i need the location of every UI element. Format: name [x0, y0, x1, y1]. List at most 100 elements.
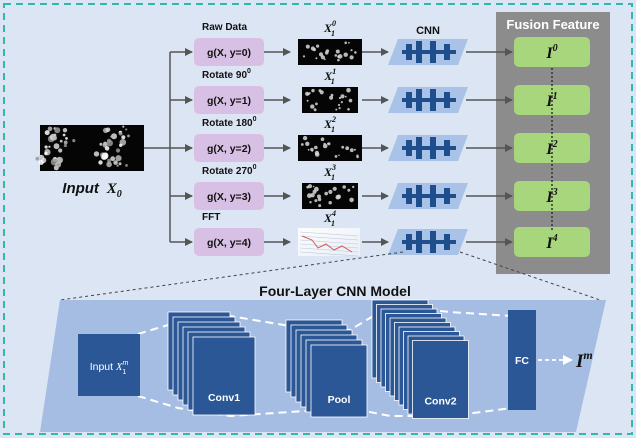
image-speckle [340, 94, 345, 99]
x-superscript: 3 [331, 163, 336, 172]
feature-map-slice [412, 340, 469, 419]
cnn-layer-bar [444, 234, 450, 250]
image-speckle [338, 96, 342, 100]
transform-caption-text: Rotate 180 [202, 118, 253, 129]
layer-label: Conv1 [208, 392, 240, 404]
dashed-border [3, 3, 633, 435]
image-speckle [310, 104, 315, 109]
x-symbol: X [323, 165, 333, 179]
cnn-layer-bar [416, 137, 422, 159]
fusion-feature-box [514, 37, 590, 67]
feature-symbol: I [545, 235, 553, 252]
image-speckle [300, 143, 304, 146]
image-speckle [347, 108, 350, 111]
image-speckle [342, 185, 347, 189]
transform-caption: Rotate 2700 [202, 164, 257, 177]
cnn-layer-bar [430, 231, 436, 253]
image-speckle [314, 186, 319, 192]
model-input-symbol: X [115, 362, 123, 373]
transform-function-label: g(X, y=3) [207, 191, 251, 203]
model-input-sup: m [122, 360, 128, 367]
transform-function-label: g(X, y=1) [207, 95, 251, 107]
cnn-layer-bar [406, 234, 412, 250]
image-speckle [337, 103, 341, 107]
fusion-feature-label: I0 [545, 43, 557, 62]
fft-grid-line [299, 235, 359, 241]
image-speckle [327, 142, 331, 146]
output-symbol: I [575, 351, 584, 372]
transform-caption-sup: 0 [253, 164, 257, 171]
cnn-layer-bar [444, 188, 450, 204]
image-speckle [305, 141, 310, 146]
image-speckle [347, 188, 351, 192]
cnn-axis-bar [402, 50, 456, 54]
fusion-feature-label: I1 [545, 91, 557, 110]
x-superscript: 1 [332, 67, 336, 76]
image-speckle [356, 155, 359, 159]
cnn-layer-bar [444, 140, 450, 156]
image-speckle [324, 191, 329, 196]
cnn-label: CNN [416, 25, 440, 37]
transform-caption-text: FFT [202, 212, 220, 223]
model-output-label: Im [575, 348, 593, 372]
feature-symbol: I [545, 141, 553, 158]
cnn-layer-bar [406, 188, 412, 204]
image-speckle [320, 137, 325, 141]
image-speckle [338, 154, 340, 157]
input-spectrogram [35, 125, 144, 171]
fusion-feature-title: Fusion Feature [506, 17, 599, 32]
image-speckle [311, 88, 315, 93]
x-subscript: 1 [331, 29, 335, 38]
transform-caption: Rotate 1800 [202, 116, 257, 129]
cnn-layer-bar [416, 89, 422, 111]
model-input-block [78, 334, 140, 396]
transform-caption-sup: 0 [253, 116, 257, 123]
feature-symbol: I [545, 189, 553, 206]
image-speckle [305, 44, 310, 49]
x-subscript: 1 [331, 77, 335, 86]
image-speckle [354, 51, 357, 54]
image-speckle [312, 48, 316, 52]
transform-function-box [194, 134, 264, 162]
image-speckle [340, 101, 343, 104]
layer-label: Pool [328, 394, 351, 406]
image-speckle [323, 58, 326, 61]
input-label-prefix: Input [62, 180, 100, 197]
image-speckle [306, 185, 310, 189]
image-speckle [334, 155, 338, 158]
image-speckle [335, 49, 340, 54]
transform-function-box [194, 182, 264, 210]
feature-superscript: 2 [552, 139, 558, 150]
transform-caption: Rotate 900 [202, 68, 251, 81]
fft-grid-line [299, 247, 359, 253]
transform-caption-sup: 0 [247, 68, 251, 75]
fft-grid-line [299, 231, 359, 237]
feature-superscript: 3 [552, 187, 558, 198]
image-speckle [329, 95, 334, 100]
transform-function-label: g(X, y=4) [207, 237, 251, 249]
image-speckle [330, 93, 334, 97]
model-input-prefix: Input [90, 361, 113, 373]
image-speckle [317, 197, 322, 202]
feature-symbol: I [545, 93, 553, 110]
x-symbol: X [323, 69, 333, 83]
transform-function-label: g(X, y=2) [207, 143, 251, 155]
cnn-axis-bar [402, 146, 456, 150]
x-symbol: X [323, 21, 333, 35]
image-speckle [344, 95, 347, 98]
cnn-layer-bar [430, 89, 436, 111]
image-speckle [312, 185, 315, 188]
image-speckle [315, 102, 318, 106]
image-speckle [349, 197, 354, 203]
zoom-line-left [59, 251, 404, 301]
image-speckle [310, 193, 315, 198]
image-speckle [348, 98, 353, 103]
x-subscript: 1 [331, 125, 335, 134]
feature-symbol: I [545, 45, 553, 62]
cnn-axis-bar [402, 194, 456, 198]
